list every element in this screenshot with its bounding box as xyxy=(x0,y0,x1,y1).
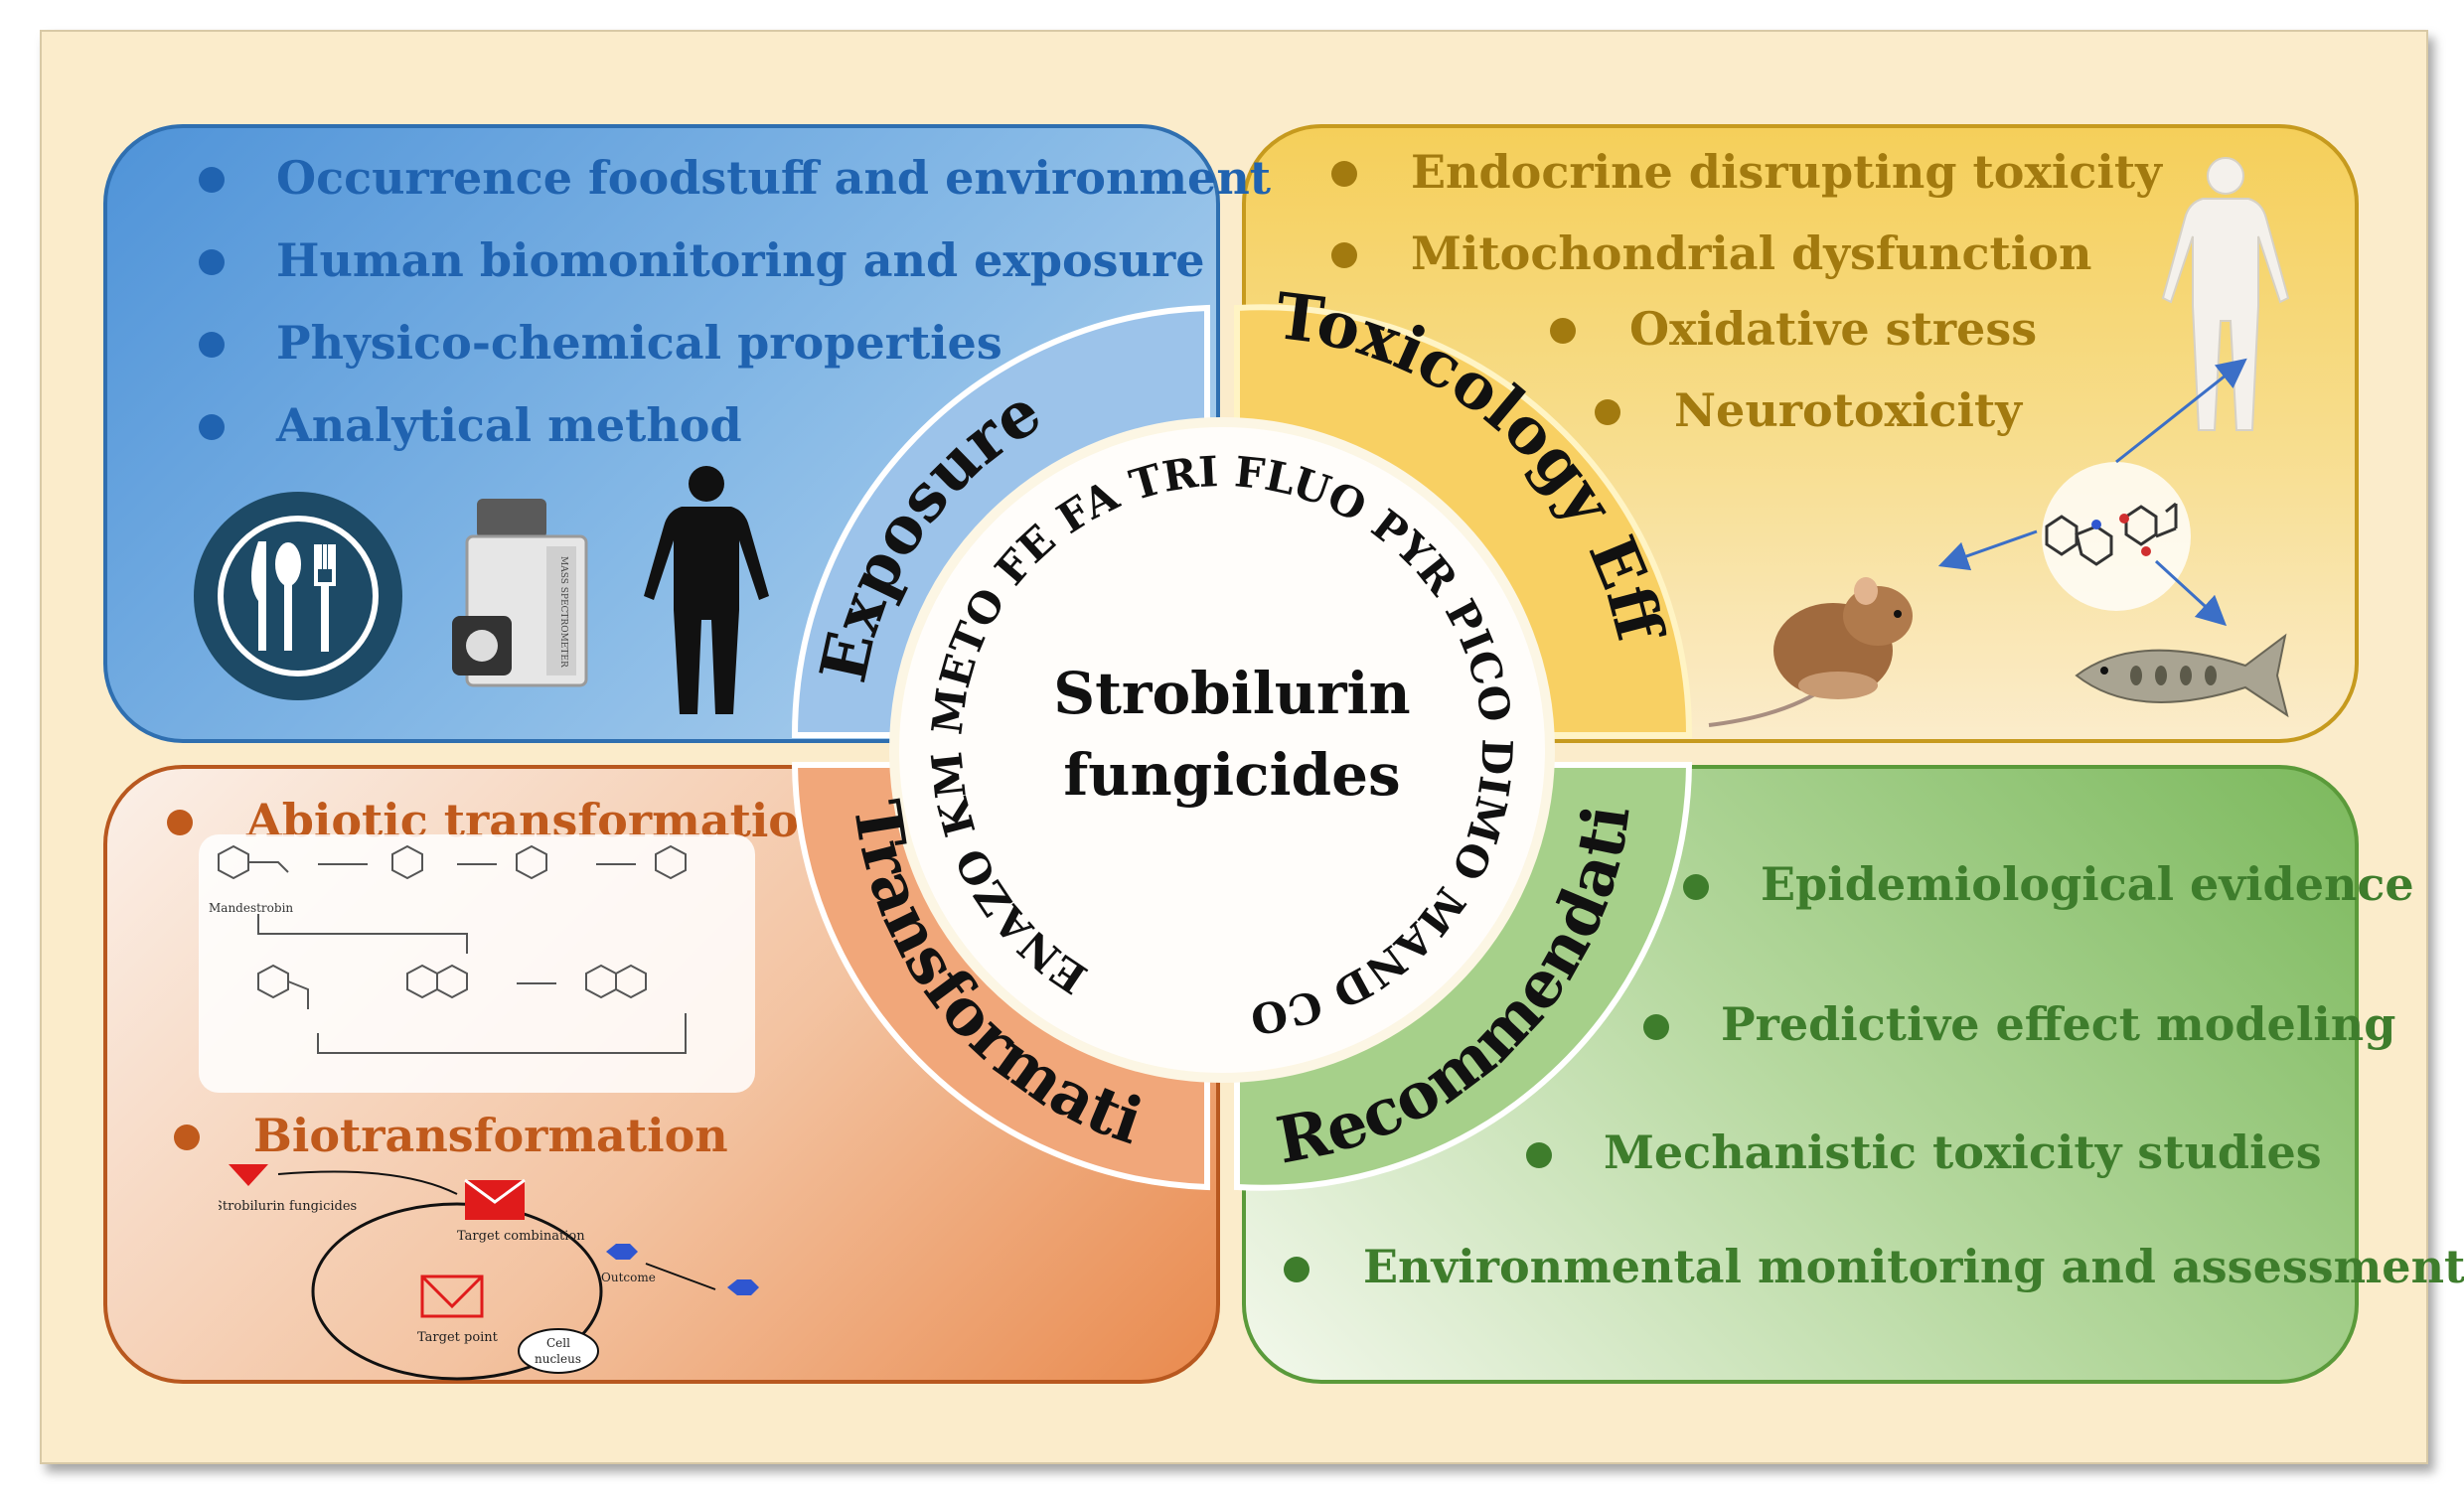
bullet-dot xyxy=(1526,1142,1552,1168)
outcome-label: Outcome xyxy=(601,1271,656,1284)
arrows-overlay xyxy=(1937,358,2247,627)
human-silhouette-icon xyxy=(644,466,769,714)
molecule-icon xyxy=(2042,462,2191,611)
rec-item-3: Mechanistic toxicity studies xyxy=(1604,1125,2322,1179)
fish-icon xyxy=(2075,633,2289,718)
bullet-dot xyxy=(1331,242,1357,268)
bullet-dot xyxy=(174,1125,200,1150)
bullet-dot xyxy=(199,167,225,193)
biotransformation-scheme: Strobilurin fungicides Target combinatio… xyxy=(219,1164,759,1381)
bullet-dot xyxy=(1595,399,1620,425)
plate-cutlery-icon xyxy=(194,492,402,700)
rec-item-2: Predictive effect modeling xyxy=(1721,997,2396,1051)
bullet-dot xyxy=(167,810,193,835)
target-combination-label: Target combination xyxy=(457,1229,585,1244)
mouse-icon xyxy=(1708,577,1913,727)
exposure-item-2: Human biomonitoring and exposure xyxy=(276,233,1205,287)
abiotic-scheme: Mandestrobin xyxy=(199,834,755,1093)
bullet-dot xyxy=(1550,318,1576,344)
bullet-dot xyxy=(1331,161,1357,187)
bullet-dot xyxy=(199,332,225,358)
chem-label: Mandestrobin xyxy=(209,901,293,915)
exposure-item-4: Analytical method xyxy=(276,398,742,452)
bullet-dot xyxy=(1683,874,1709,900)
instrument-label: MASS SPECTROMETER xyxy=(558,556,568,668)
bullet-dot xyxy=(1643,1014,1669,1040)
exposure-item-1: Occurrence foodstuff and environment xyxy=(276,151,1272,205)
bullet-dot xyxy=(199,414,225,440)
target-point-label: Target point xyxy=(417,1330,499,1345)
exposure-item-3: Physico-chemical properties xyxy=(276,316,1002,370)
biotransformation-label: Biotransformation xyxy=(253,1109,728,1162)
bullet-dot xyxy=(1284,1257,1309,1282)
tox-item-3: Oxidative stress xyxy=(1629,302,2038,356)
tox-item-1: Endocrine disrupting toxicity xyxy=(1411,145,2162,199)
rec-item-4: Environmental monitoring and assessment xyxy=(1363,1240,2464,1293)
bullet-dot xyxy=(199,249,225,275)
human-body-icon xyxy=(2161,157,2290,431)
mass-spectrometer-icon: MASS SPECTROMETER xyxy=(452,499,588,687)
nucleus-label-2: nucleus xyxy=(535,1352,581,1366)
rec-item-1: Epidemiological evidence xyxy=(1761,857,2414,911)
fungicide-label: Strobilurin fungicides xyxy=(219,1199,357,1214)
center-title-line1: Strobilurin xyxy=(1053,660,1410,727)
tox-item-2: Mitochondrial dysfunction xyxy=(1411,226,2092,280)
tox-item-4: Neurotoxicity xyxy=(1674,383,2022,437)
nucleus-label-1: Cell xyxy=(546,1336,570,1350)
center-circle xyxy=(889,417,1555,1083)
center-title-line2: fungicides xyxy=(1063,741,1400,809)
